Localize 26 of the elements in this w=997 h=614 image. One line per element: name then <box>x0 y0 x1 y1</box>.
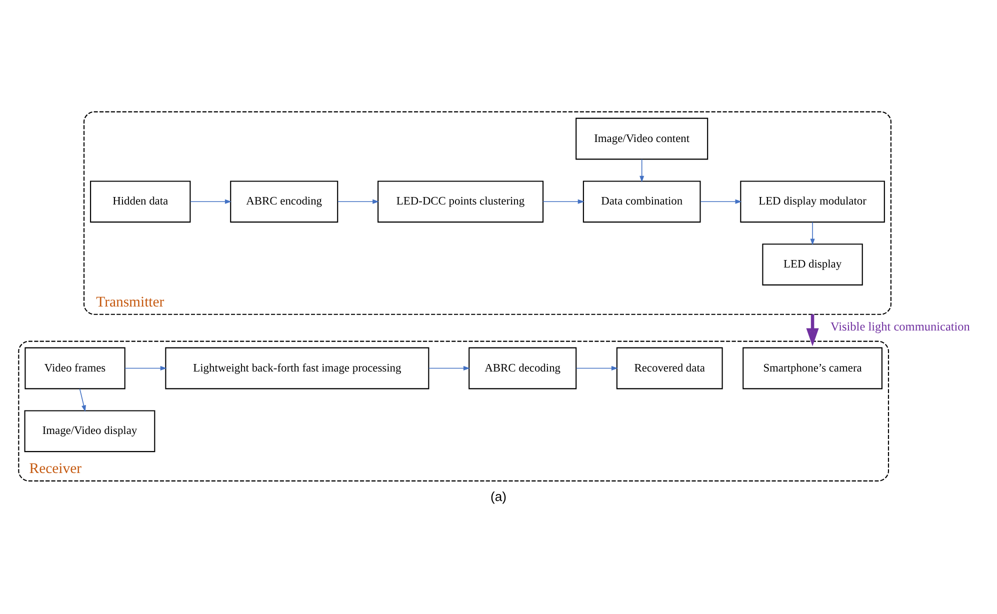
node-box: Image/Video display <box>24 410 156 452</box>
arrow <box>640 158 644 182</box>
arrow <box>124 366 167 371</box>
node-box: Recovered data <box>616 347 723 390</box>
node-box: Lightweight back-forth fast image processing <box>165 347 430 390</box>
node-box: ABRC decoding <box>468 347 577 390</box>
edge-label: Visible light communication <box>830 320 970 334</box>
arrow <box>806 314 819 346</box>
node-box: LED-DCC points clustering <box>378 180 544 223</box>
caption: (a) <box>490 489 506 504</box>
arrow <box>542 199 584 204</box>
arrow <box>810 222 815 246</box>
arrow <box>576 366 618 371</box>
arrow <box>337 199 380 204</box>
node-box: Video frames <box>24 347 126 390</box>
arrow <box>190 199 232 204</box>
arrow <box>79 388 86 412</box>
node-box: ABRC encoding <box>230 180 338 223</box>
node-box: Data combination <box>582 180 701 223</box>
arrow <box>428 366 470 371</box>
node-box: Image/Video content <box>576 118 708 160</box>
node-box: Smartphone’s camera <box>742 347 882 390</box>
node-box: LED display modulator <box>740 180 885 223</box>
arrow <box>700 199 742 204</box>
node-box: LED display <box>762 244 863 286</box>
node-box: Hidden data <box>90 180 191 223</box>
